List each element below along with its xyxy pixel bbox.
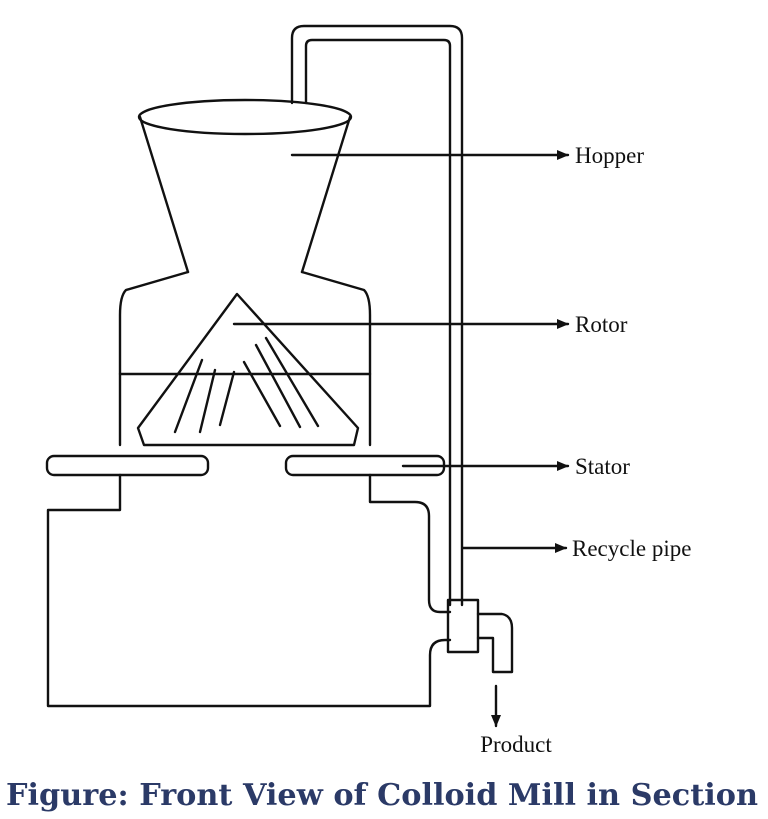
upper-housing <box>118 270 372 447</box>
product-label: Product <box>480 732 552 757</box>
hopper-label: Hopper <box>575 143 644 168</box>
figure-caption: Figure: Front View of Colloid Mill in Se… <box>6 778 758 813</box>
stator-label: Stator <box>575 454 630 479</box>
outlet-valve <box>446 598 514 674</box>
stator <box>45 454 446 477</box>
lower-housing <box>46 473 452 708</box>
rotor-label: Rotor <box>575 312 628 337</box>
recycle-pipe <box>290 24 464 607</box>
recycle-pipe-label: Recycle pipe <box>572 536 691 561</box>
hopper <box>137 98 353 274</box>
rotor <box>136 292 360 447</box>
